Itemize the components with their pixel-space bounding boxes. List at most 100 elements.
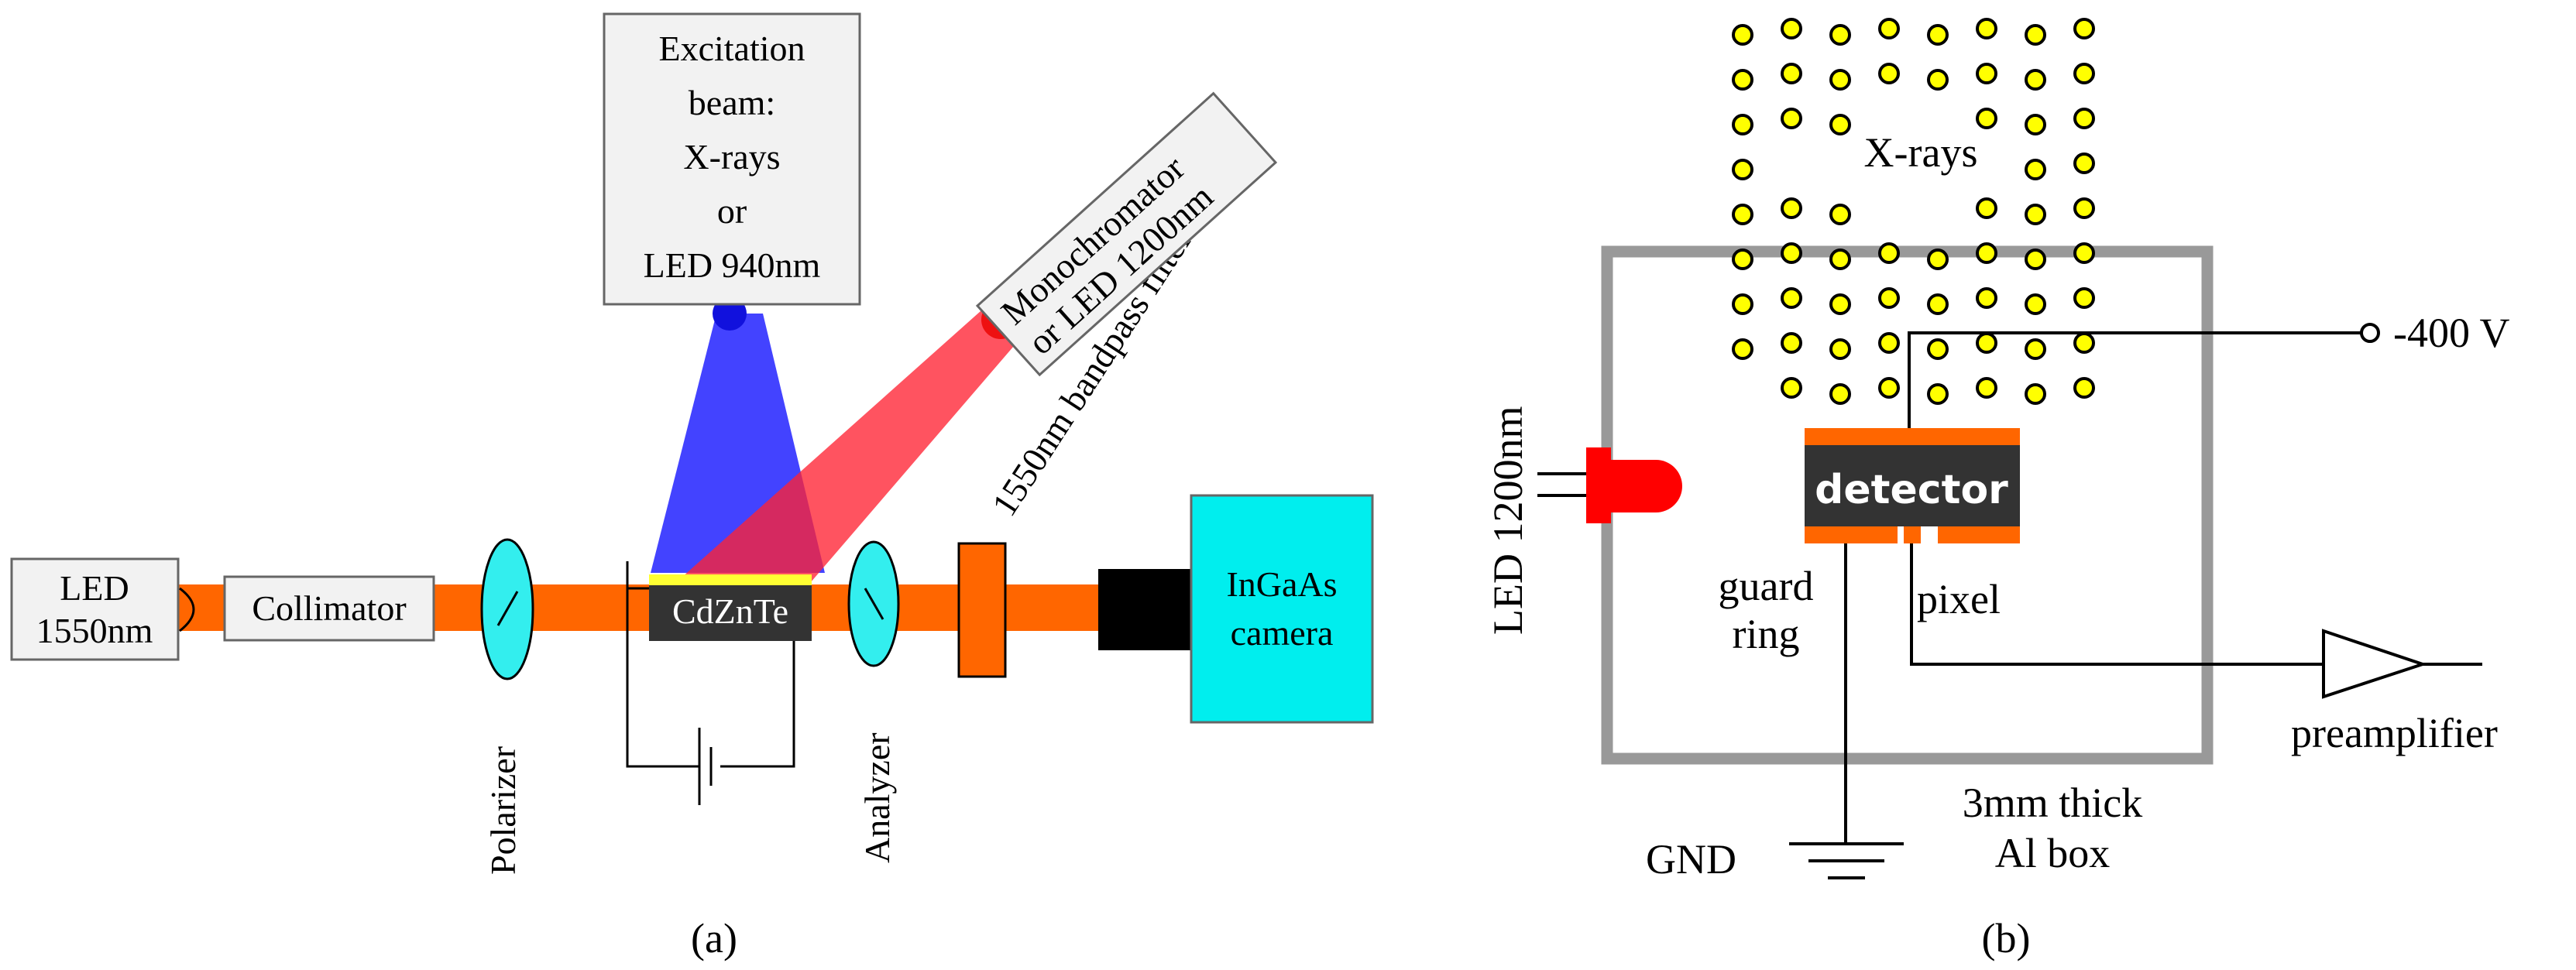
pixel-electrode	[1904, 526, 1921, 543]
caption-b: (b)	[1982, 915, 2031, 961]
xray-dot	[1878, 377, 1900, 399]
detector-top-electrode	[1805, 428, 2020, 445]
box-label-1: 3mm thick	[1963, 780, 2142, 826]
camera-label-2: camera	[1231, 613, 1334, 653]
led-source-label-1: LED	[60, 568, 129, 608]
xray-dot	[2073, 332, 2095, 354]
xray-dot	[2025, 159, 2046, 180]
xray-dot	[1927, 24, 1949, 46]
xray-dot	[1976, 377, 1997, 399]
bandpass-filter	[957, 542, 1007, 678]
guard-ring-label-1: guard	[1719, 563, 1814, 609]
crystal-box	[649, 585, 812, 641]
camera-box	[1190, 494, 1374, 724]
xray-dot	[1976, 332, 1997, 354]
excitation-label-2: beam:	[689, 83, 775, 122]
polarizer-axis	[496, 591, 519, 626]
xray-dot	[1829, 338, 1851, 360]
excitation-label-5: LED 940nm	[644, 245, 821, 285]
xray-dot	[1732, 248, 1753, 270]
xray-dot	[1732, 69, 1753, 91]
xray-dot	[1829, 293, 1851, 315]
xray-dot	[1927, 293, 1949, 315]
xray-dot	[2073, 63, 2095, 84]
xray-dot	[1732, 293, 1753, 315]
caption-a: (a)	[691, 915, 737, 961]
xray-dot	[1781, 63, 1802, 84]
xray-dot	[1976, 242, 1997, 264]
led-source-box	[10, 557, 180, 661]
xray-dot	[2025, 338, 2046, 360]
xray-dot	[1976, 108, 1997, 129]
xray-dot	[1781, 377, 1802, 399]
crystal-top-layer	[649, 574, 812, 585]
xray-dot	[1878, 287, 1900, 309]
xray-dot	[1732, 204, 1753, 225]
collimator-label: Collimator	[252, 588, 406, 628]
red-beam	[674, 298, 1018, 588]
xray-dot	[2025, 204, 2046, 225]
collimator-box	[223, 575, 435, 642]
xray-dot	[1732, 159, 1753, 180]
xray-dot	[2025, 383, 2046, 405]
led-source-label-2: 1550nm	[36, 611, 153, 650]
xray-dot	[1927, 69, 1949, 91]
led-label: LED 1200nm	[1485, 406, 1531, 635]
xray-dot	[1829, 114, 1851, 135]
led-lens-icon	[179, 587, 195, 632]
xray-dot	[2073, 242, 2095, 264]
xray-dot	[2073, 197, 2095, 219]
xray-dot	[2025, 248, 2046, 270]
xray-dot	[2073, 287, 2095, 309]
xray-dot	[2025, 24, 2046, 46]
xray-dots	[1732, 18, 2095, 405]
bias-circuit-wire	[626, 561, 795, 768]
xray-dot	[1976, 197, 1997, 219]
pixel-wire	[1910, 543, 2324, 666]
xray-dot	[1829, 204, 1851, 225]
guard-ring-electrode-right	[1938, 526, 2020, 543]
xray-dot	[1732, 338, 1753, 360]
xray-dot	[2025, 293, 2046, 315]
preamplifier-label: preamplifier	[2291, 710, 2498, 756]
pixel-label: pixel	[1917, 576, 2001, 622]
excitation-label-4: or	[717, 191, 747, 231]
panel-b: X-rays -400 V detector GND preamplifier …	[1485, 18, 2510, 961]
xray-dot	[1732, 114, 1753, 135]
panel-a: LED 1550nm Collimator Polarizer CdZnTe A…	[10, 12, 1374, 961]
xray-dot	[2025, 114, 2046, 135]
xray-dot	[1976, 18, 1997, 39]
voltage-terminal-icon	[2360, 323, 2380, 343]
xray-dot	[1781, 197, 1802, 219]
camera-label-1: InGaAs	[1226, 564, 1337, 604]
detector-label: detector	[1815, 467, 2008, 513]
xrays-label: X-rays	[1864, 129, 1978, 176]
xray-dot	[2073, 377, 2095, 399]
xray-dot	[1976, 287, 1997, 309]
detector-body	[1805, 445, 2020, 526]
crystal-label: CdZnTe	[672, 591, 788, 631]
excitation-label-3: X-rays	[683, 137, 780, 177]
xray-dot	[1878, 332, 1900, 354]
excitation-label-1: Excitation	[658, 29, 805, 68]
xray-dot	[2073, 18, 2095, 39]
xray-dot	[1878, 63, 1900, 84]
xray-dot	[1781, 18, 1802, 39]
gnd-label: GND	[1646, 836, 1736, 883]
xray-dot	[1781, 287, 1802, 309]
xray-dot	[1976, 63, 1997, 84]
preamplifier-icon	[2322, 629, 2428, 699]
led-flange	[1586, 447, 1611, 523]
xray-dot	[2073, 108, 2095, 129]
led-dome-icon	[1609, 460, 1682, 512]
xray-dot	[1781, 108, 1802, 129]
xray-dot	[1829, 69, 1851, 91]
xray-dot	[1829, 383, 1851, 405]
analyzer-label: Analyzer	[857, 732, 897, 863]
xray-dot	[1829, 248, 1851, 270]
guard-ring-label-2: ring	[1733, 611, 1800, 657]
xray-dot	[1878, 18, 1900, 39]
xray-dot	[1829, 24, 1851, 46]
guard-ring-electrode-left	[1805, 526, 1898, 543]
xray-dot	[1927, 383, 1949, 405]
